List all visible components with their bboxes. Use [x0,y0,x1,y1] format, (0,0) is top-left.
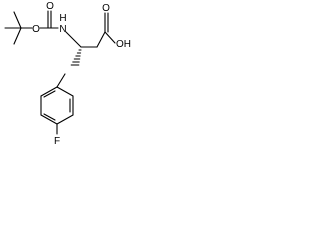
boc-carbamate-group [39,10,59,29]
label-acid-hydroxyl: OH [116,39,131,50]
bond-benzylic-ring [56,73,66,88]
label-boc-carbonyl-oxygen: O [46,1,54,12]
label-acid-carbonyl-oxygen: O [102,3,110,14]
fluorophenyl-ring [40,86,74,135]
bond-alpha-carboxyl-carbon [96,31,106,48]
label-para-fluorine: F [54,136,60,147]
label-ester-oxygen: O [32,24,40,35]
hashed-wedge-bond [70,49,82,66]
label-amide-nitrogen: N [59,24,66,35]
structural-formula: O O H N O OH F [4,1,131,147]
tert-butyl-group [4,11,33,45]
bond-nitrogen-chiral-carbon [65,31,82,48]
bond-tbu-methyl-bottom [13,27,22,45]
label-amide-hydrogen: H [59,13,66,24]
bond-tbu-methyl-top [13,11,22,29]
backbone [65,12,116,48]
bond-carboxyl-hydroxyl [104,31,116,44]
atom-labels: O O H N O OH F [32,1,131,147]
